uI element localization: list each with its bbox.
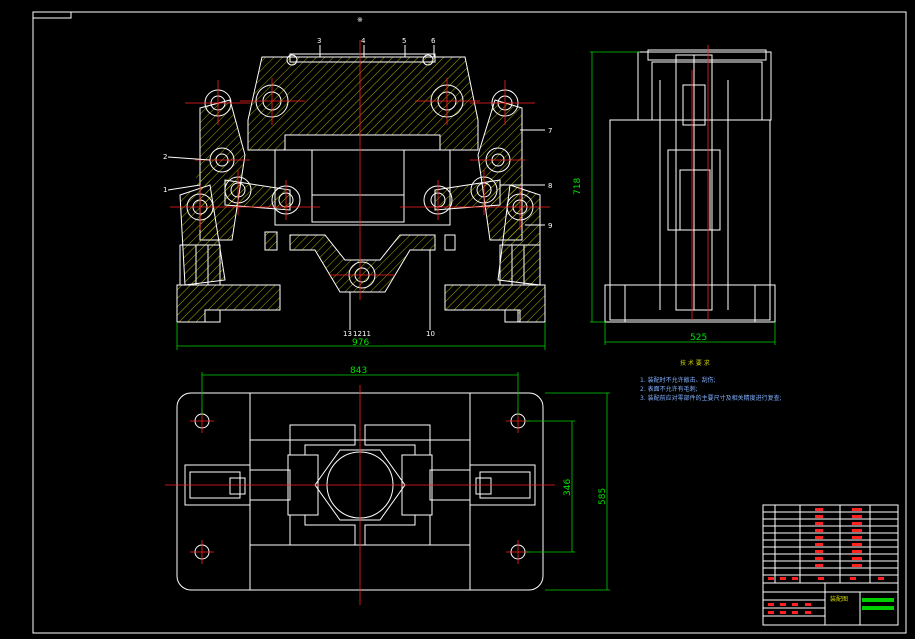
side-width-label: 525 [690, 333, 707, 343]
base-left-hatch [177, 285, 280, 322]
part-label-11: 11 [362, 330, 371, 338]
side-height-label: 718 [573, 178, 583, 195]
v-jaw [289, 234, 436, 293]
part-label-6: 6 [431, 37, 436, 45]
center-housing [274, 149, 451, 226]
front-width-label: 976 [352, 338, 369, 348]
part-label-10: 10 [426, 330, 435, 338]
front-centerlines [170, 40, 550, 300]
part-label-3: 3 [317, 37, 321, 45]
side-view: 718 525 [573, 45, 776, 345]
top-centerlines [165, 385, 555, 605]
part-label-5: 5 [402, 37, 406, 45]
top-height-dimension [545, 392, 610, 591]
top-height-label: 585 [598, 488, 608, 505]
part-label-9: 9 [548, 222, 552, 230]
top-inner-height-dimension [525, 420, 575, 553]
top-width-dimension [201, 372, 519, 415]
title-block-frame [762, 504, 899, 626]
front-view: 2 1 3 4 5 6 7 8 9 10 11 12 13 976 [163, 37, 552, 350]
part-label-2: 2 [163, 153, 167, 161]
tech-item-1: 1. 装配时不允许敲击、刮伤; [640, 376, 716, 384]
part-label-13: 13 [343, 330, 352, 338]
leaders [167, 45, 545, 330]
part-label-1: 1 [163, 186, 167, 194]
drawing-frame [32, 11, 907, 634]
right-stop [444, 234, 456, 251]
part-label-7: 7 [548, 127, 552, 135]
front-width-dimension [176, 322, 546, 350]
left-link [224, 179, 291, 211]
title-block: 装配图 [762, 504, 899, 626]
left-stop [264, 231, 278, 251]
top-rail [289, 53, 436, 63]
tech-item-3: 3. 装配前应对零部件的主要尺寸及相关精度进行复查; [640, 394, 782, 402]
tech-title: 技 术 要 求 [680, 359, 710, 367]
side-height-dimension [590, 51, 640, 323]
base-slot-left [204, 309, 221, 323]
title-block-marks [768, 508, 884, 614]
part-label-8: 8 [548, 182, 552, 190]
center-block [311, 149, 405, 223]
base-right-hatch [445, 285, 545, 322]
frame-tag [32, 11, 72, 19]
v-jaw-hatch [290, 235, 435, 292]
part-label-4: 4 [361, 37, 366, 45]
tech-item-2: 2. 表面不允许有毛刺; [640, 385, 698, 393]
top-view: 843 346 585 [165, 366, 610, 605]
center-mark: ※ [357, 16, 363, 24]
top-inner-height-label: 346 [563, 479, 573, 496]
technical-requirements: 技 术 要 求 1. 装配时不允许敲击、刮伤; 2. 表面不允许有毛刺; 3. … [640, 359, 782, 402]
side-base [604, 284, 776, 323]
drawing-name: 装配图 [830, 595, 848, 603]
top-width-label: 843 [350, 366, 367, 376]
right-lever-hatch [498, 185, 540, 285]
part-label-12: 12 [353, 330, 362, 338]
right-link [434, 179, 501, 211]
side-width-dimension [604, 322, 776, 345]
top-body-hatch [248, 57, 478, 150]
base-slot-right [504, 309, 521, 323]
